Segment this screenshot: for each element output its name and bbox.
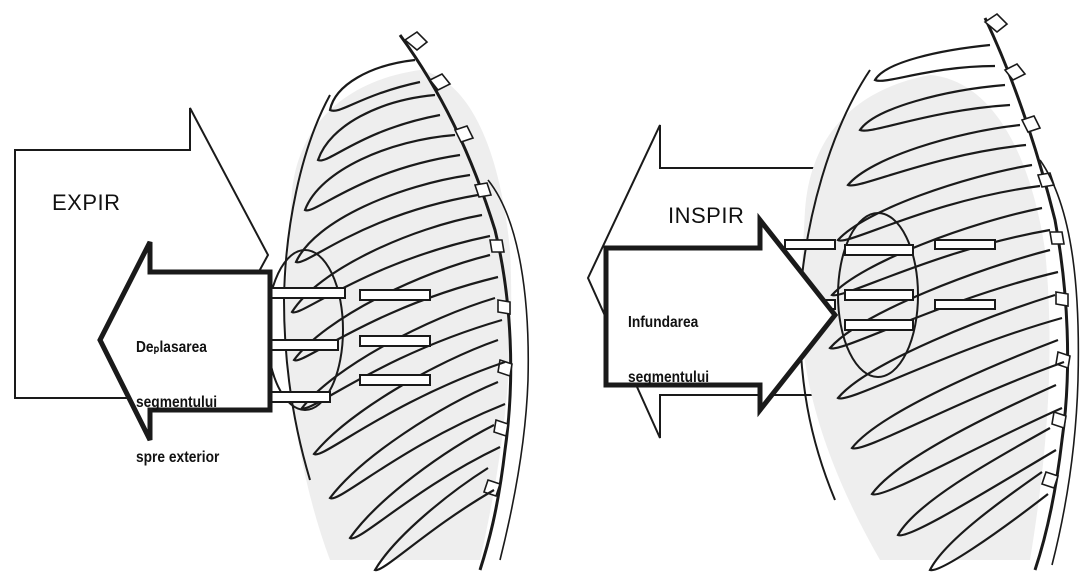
expir-label: EXPIR (52, 190, 121, 215)
right-segment-label: Infundarea segmentului (628, 277, 709, 406)
inspir-label: INSPIR (668, 203, 744, 228)
left-rib-cage-icon (284, 32, 528, 570)
right-segment-label-line-1: Infundarea (628, 314, 709, 332)
left-segment-label-line-3: spre exterior (136, 449, 219, 467)
left-segment-label-line-2: segmentului (136, 394, 219, 412)
left-segment-label: Deₚlasarea segmentului spre exterior (136, 302, 219, 486)
left-panel (15, 32, 528, 570)
right-segment-label-line-2: segmentului (628, 369, 709, 387)
left-segment-label-line-1: Deₚlasarea (136, 339, 219, 357)
right-rib-cage-icon (800, 14, 1079, 570)
